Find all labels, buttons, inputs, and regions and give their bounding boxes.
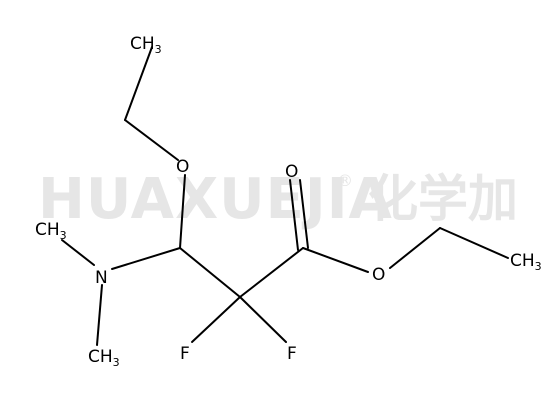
bond-carbonyl-double-a: [289, 179, 299, 251]
watermark-latin: HUAXUEJIA: [38, 167, 393, 232]
bond-n-methyl-bottom: [96, 284, 103, 346]
bond-ester-o-ch2: [389, 227, 441, 269]
carbonyl-oxygen-label: O: [285, 162, 298, 182]
bond-ch2-ch3: [439, 227, 509, 259]
bond-ethyl-top-1: [124, 46, 153, 121]
bond-ethyl-top-2: [124, 119, 179, 161]
bonds: [61, 46, 509, 346]
ester-oxygen-label: O: [372, 265, 385, 285]
bond-cf2-carbonyl-c: [239, 247, 304, 298]
watermark-registered-mark: ®: [337, 171, 353, 190]
methyl-n-top-label: CH3: [35, 220, 67, 242]
nitrogen-label: N: [95, 268, 108, 288]
methyl-right-label: CH3: [510, 251, 542, 273]
ether-oxygen-label: O: [176, 157, 189, 177]
fluorine-right-label: F: [287, 344, 297, 364]
watermark-chinese: 化学加: [368, 170, 518, 228]
bond-cf2-f-left: [191, 296, 241, 343]
methyl-top-label: CH3: [130, 34, 162, 56]
bond-carbonyl-double-b: [299, 179, 309, 249]
atom-labels: CH3 O O O CH3 CH3 N CH3 F F: [35, 34, 542, 369]
bond-ch-cf2: [179, 247, 241, 298]
bond-cf2-f-right: [239, 296, 287, 343]
bond-ch-n: [111, 247, 181, 270]
bond-ether-o-ch: [179, 174, 186, 249]
bond-carbonyl-c-ester-o: [302, 247, 369, 273]
bond-n-methyl-top: [61, 239, 95, 266]
methyl-n-bottom-label: CH3: [88, 347, 120, 369]
watermark: HUAXUEJIA ® 化学加: [38, 167, 518, 232]
fluorine-left-label: F: [180, 344, 190, 364]
